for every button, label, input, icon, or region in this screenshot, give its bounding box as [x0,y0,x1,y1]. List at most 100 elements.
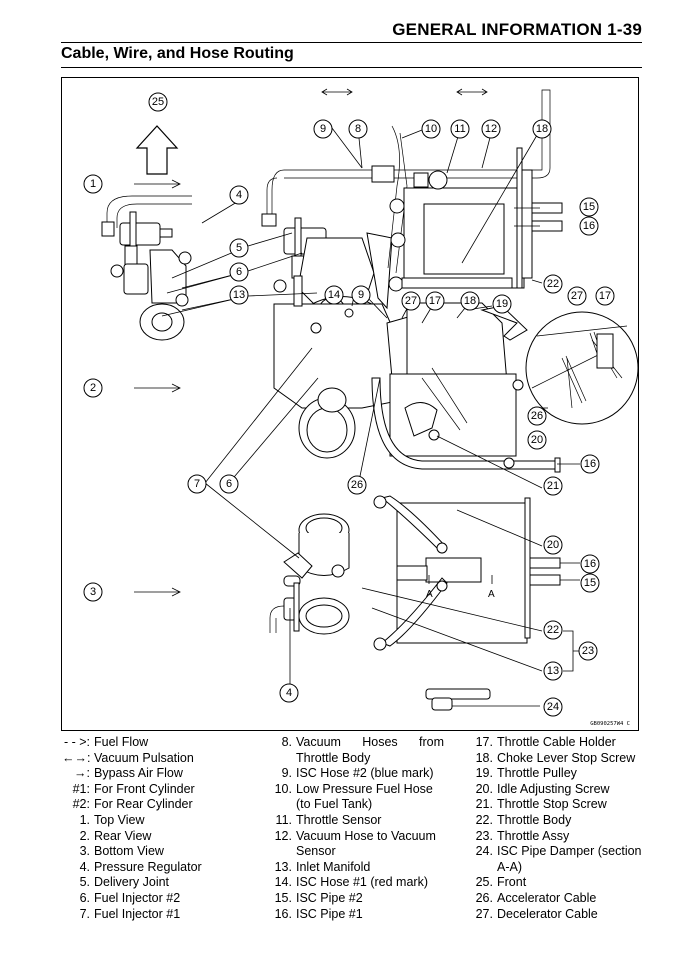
legend-item: 11.Throttle Sensor [275,812,382,827]
callout-4-bottom: 4 [279,683,299,703]
header-divider [61,42,642,43]
svg-text:22: 22 [547,278,559,290]
svg-text:15: 15 [583,201,595,213]
legend-item: 6.Fuel Injector #2 [79,890,181,905]
legend-item: 8.Vacuum Hoses from Throttle Body [281,735,444,765]
callout-18-rear: 18 [460,291,480,311]
svg-text:7: 7 [194,478,200,490]
svg-text:17: 17 [599,290,611,302]
callout-3: 3 [83,582,103,602]
legend-item: 21.Throttle Stop Screw [475,797,607,812]
legend-item: 9.ISC Hose #2 (blue mark) [281,766,434,781]
callout-18-top: 18 [532,119,552,139]
svg-text:26: 26 [351,479,363,491]
callout-17-inset: 17 [595,286,615,306]
legend-column-2: 8.Vacuum Hoses from Throttle Body 9.ISC … [272,735,444,922]
svg-text:25: 25 [152,96,164,108]
svg-text:6: 6 [226,478,232,490]
callout-21: 21 [543,476,563,496]
callout-9-top: 9 [313,119,333,139]
callout-19: 19 [492,294,512,314]
svg-text:16: 16 [583,220,595,232]
isc-pipe-damper-section [425,688,540,711]
callout-26-inset: 26 [527,406,547,426]
legend-item: 19.Throttle Pulley [475,766,577,781]
svg-text:27: 27 [405,295,417,307]
callout-1: 1 [83,174,103,194]
callout-16-top: 16 [579,216,599,236]
title-divider [61,67,642,68]
top-view-arrow-icon [134,179,181,189]
section-mark-a-right: A [488,589,495,600]
callout-16-rear: 16 [580,454,600,474]
legend-symbol-rear-cylinder: #2:For Rear Cylinder [72,797,193,812]
bottom-view-assembly: A A [269,495,580,651]
callout-16-bottom: 16 [580,554,600,574]
legend-item: 2.Rear View [79,828,152,843]
legend-item: 24.ISC Pipe Damper (section A-A) [475,844,642,874]
callout-11: 11 [450,119,470,139]
legend-item: 14.ISC Hose #1 (red mark) [274,875,428,890]
legend-item: 16.ISC Pipe #1 [274,906,363,921]
callout-12: 12 [481,119,501,139]
callout-15-top: 15 [579,197,599,217]
svg-text:8: 8 [355,123,361,135]
svg-text:18: 18 [536,123,548,135]
callout-22-top: 22 [543,274,563,294]
callout-10: 10 [421,119,441,139]
svg-text:22: 22 [547,624,559,636]
rear-view-assembly [273,275,580,473]
svg-text:26: 26 [531,410,543,422]
cable-detail-inset [525,311,639,425]
callout-13-bottom: 13 [543,661,563,681]
callout-15-bottom: 15 [580,573,600,593]
svg-text:9: 9 [358,289,364,301]
legend-item: 22.Throttle Body [475,812,572,827]
svg-text:27: 27 [571,290,583,302]
svg-text:16: 16 [584,458,596,470]
callout-23: 23 [578,641,598,661]
callout-14: 14 [324,285,344,305]
legend-item: 25.Front [475,875,527,890]
figure-code: GB090257W4 C [590,721,630,727]
legend-symbol-vacuum-pulsation: ←→:Vacuum Pulsation [62,750,194,765]
svg-text:14: 14 [328,289,340,301]
svg-text:3: 3 [90,586,96,598]
svg-text:24: 24 [547,701,559,713]
callouts: 1 2 3 4 5 6 13 25 9 8 10 11 12 18 15 16 … [83,92,615,717]
vacuum-pulsation-arrow-icon [456,88,488,96]
callout-26-rear: 26 [347,475,367,495]
diagram-svg: A A [83,88,639,717]
legend-item: 13.Inlet Manifold [274,859,371,874]
callout-8: 8 [348,119,368,139]
legend-item: 1.Top View [79,812,145,827]
legend-item: 18.Choke Lever Stop Screw [475,750,636,765]
callout-9-rear: 9 [351,285,371,305]
section-header: GENERAL INFORMATION 1-39 [392,20,642,39]
legend-item: 12.Vacuum Hose to Vacuum Sensor [274,828,436,859]
vacuum-pulsation-arrow-icon [321,88,353,96]
svg-text:2: 2 [90,382,96,394]
callout-17-rear: 17 [425,291,445,311]
callout-27-rear: 27 [401,291,421,311]
callout-20-rear: 20 [527,430,547,450]
callout-5: 5 [229,238,249,258]
callout-6-top: 6 [229,262,249,282]
front-arrow-icon [135,125,179,175]
legend-item: 20.Idle Adjusting Screw [475,781,610,796]
callout-22-bottom: 22 [543,620,563,640]
svg-text:20: 20 [531,434,543,446]
legend-symbol-bypass-air: →:Bypass Air Flow [74,766,183,781]
svg-text:11: 11 [454,123,465,135]
svg-text:18: 18 [464,295,476,307]
callout-13-top: 13 [229,285,249,305]
routing-diagram: A A [61,77,639,731]
legend-item: 17.Throttle Cable Holder [475,735,616,749]
section-mark-a-left: A [426,589,433,600]
legend-item: 4.Pressure Regulator [79,859,202,874]
svg-text:10: 10 [425,123,437,135]
svg-text:13: 13 [547,665,559,677]
callout-24: 24 [543,697,563,717]
svg-text:6: 6 [236,266,242,278]
callout-20-bottom: 20 [543,535,563,555]
